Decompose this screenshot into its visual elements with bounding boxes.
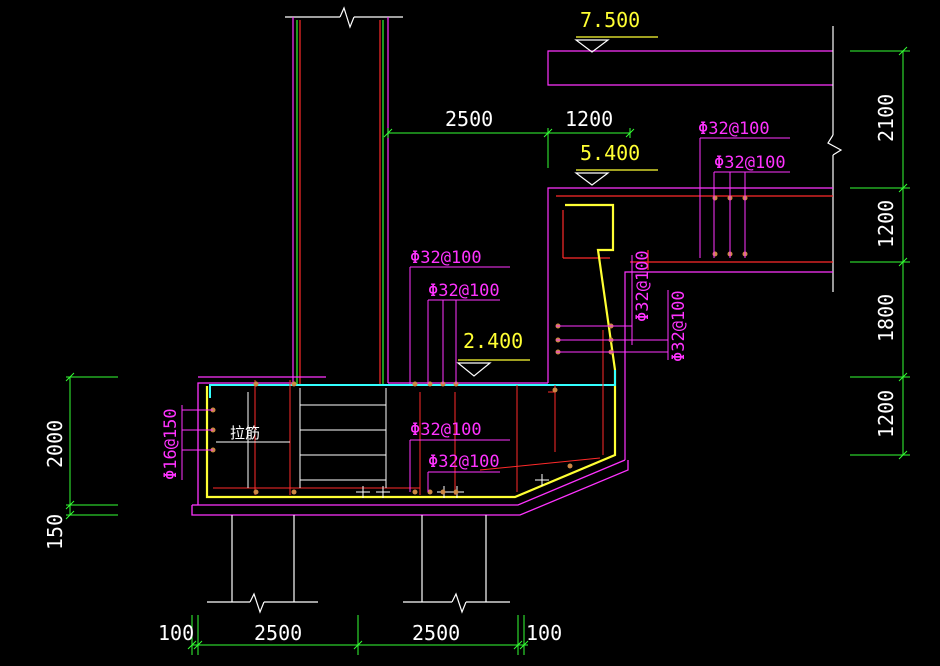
rebar-label-left-vertical: Φ16@150 — [161, 408, 181, 480]
cyan-rebar — [209, 370, 616, 398]
rebar-label-mid-2: Φ32@100 — [428, 281, 500, 301]
dim-bottom-edge-right: 100 — [526, 621, 562, 645]
rebar-leaders — [181, 137, 790, 492]
foundation-block — [191, 376, 629, 516]
rebar-label-bottom-2: Φ32@100 — [428, 452, 500, 472]
rebar-dots — [210, 195, 748, 495]
dim-right-3: 1800 — [874, 294, 898, 342]
foundation-red-rebars — [213, 330, 604, 495]
dim-right-1: 2100 — [874, 94, 898, 142]
rebar-label-right-vertical-2: Φ32@100 — [669, 290, 689, 362]
lower-elevation-marker — [456, 359, 530, 377]
tie-bar-note: 拉筋 — [230, 424, 260, 442]
elevation-middle: 5.400 — [580, 141, 640, 165]
dimension-lines — [65, 46, 910, 655]
dim-top-span-right: 1200 — [565, 107, 613, 131]
dim-bottom-span-left: 2500 — [254, 621, 302, 645]
tie-bars — [216, 388, 549, 498]
dim-right-2: 1200 — [874, 200, 898, 248]
rebar-label-upper-right-2: Φ32@100 — [714, 153, 786, 173]
dim-bottom-span-right: 2500 — [412, 621, 460, 645]
rebar-label-right-vertical-1: Φ32@100 — [633, 250, 653, 322]
elevation-top: 7.500 — [580, 8, 640, 32]
rebar-label-bottom-1: Φ32@100 — [410, 420, 482, 440]
dim-top-span-left: 2500 — [445, 107, 493, 131]
dim-bottom-edge-left: 100 — [158, 621, 194, 645]
middle-slab — [547, 169, 833, 460]
dim-left-height: 2000 — [43, 420, 67, 468]
piles — [207, 515, 510, 614]
rebar-label-mid-1: Φ32@100 — [410, 248, 482, 268]
elevation-lower: 2.400 — [463, 329, 523, 353]
rebar-label-upper-right-1: Φ32@100 — [698, 119, 770, 139]
upper-wall — [285, 6, 403, 385]
top-slab — [547, 26, 843, 292]
dim-right-4: 1200 — [874, 390, 898, 438]
dim-left-bottom: 150 — [43, 514, 67, 550]
